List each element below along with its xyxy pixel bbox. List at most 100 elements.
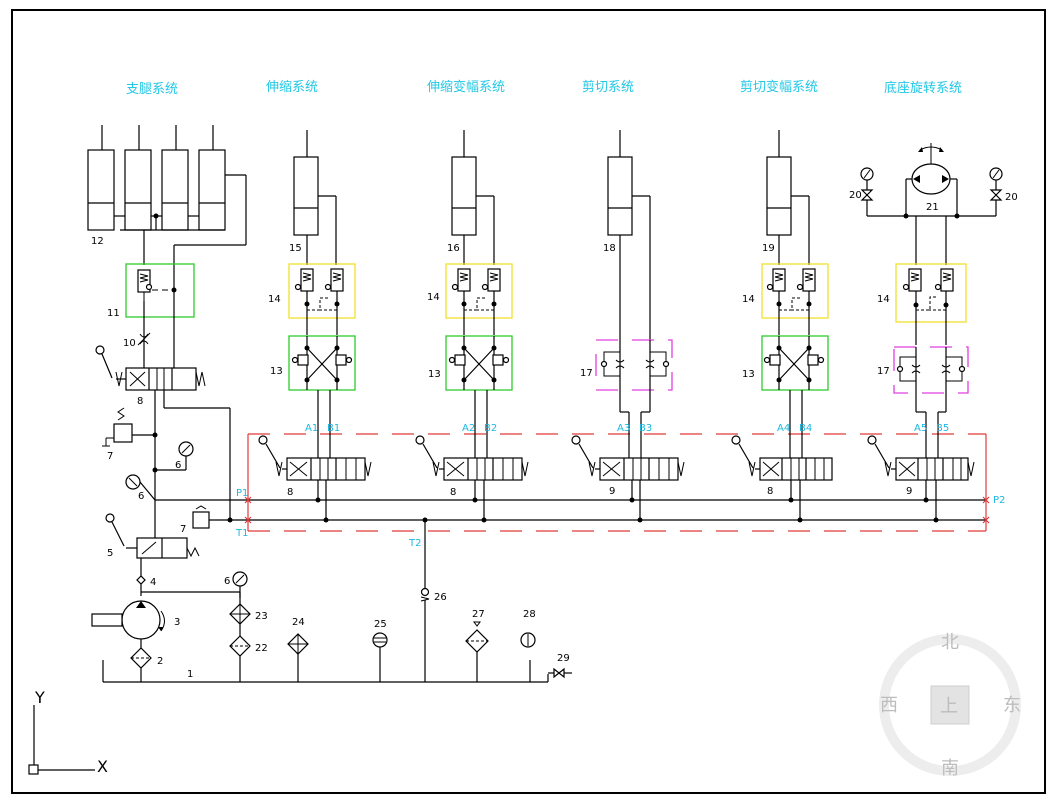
relief-valve-7-main <box>192 505 233 529</box>
title-telescopic-luffing-system: 伸缩变幅系统 <box>427 79 505 95</box>
compass-east: 东 <box>1003 695 1021 716</box>
ucs-x-label: X <box>97 757 108 776</box>
cooler-27 <box>465 621 489 682</box>
pump-3 <box>91 600 165 648</box>
label-5: 5 <box>107 548 113 559</box>
compass-top: 上 <box>940 696 958 717</box>
label-14-col1: 14 <box>268 294 281 305</box>
label-20-right: 20 <box>1005 192 1018 203</box>
balance-valve-14-col1 <box>288 263 356 335</box>
label-23: 23 <box>255 611 268 622</box>
title-shearing-luffing-system: 剪切变幅系统 <box>740 79 818 95</box>
tank-line-1 <box>102 660 548 683</box>
thermometer-28 <box>520 632 536 648</box>
label-6-b: 6 <box>138 491 144 502</box>
label-16: 16 <box>447 243 460 254</box>
label-7-main: 7 <box>180 524 186 535</box>
directional-valve-8-col4 <box>731 435 833 523</box>
label-8-col1: 8 <box>287 487 293 498</box>
label-10: 10 <box>123 338 136 349</box>
gauge-valve-20-left <box>860 167 874 216</box>
label-14-col4: 14 <box>742 294 755 305</box>
hydraulic-lock-13-col2 <box>445 335 513 391</box>
main-return-line-t <box>230 517 986 523</box>
label-18: 18 <box>603 243 616 254</box>
ucs-y-label: Y <box>34 688 45 707</box>
label-12: 12 <box>91 236 104 247</box>
label-14-col2: 14 <box>427 292 440 303</box>
label-24: 24 <box>292 617 305 628</box>
label-1: 1 <box>187 669 193 680</box>
label-8-outrigger: 8 <box>137 396 143 407</box>
col3-ports-lines <box>620 411 650 458</box>
filters-23-22 <box>229 592 251 682</box>
outrigger-lock-valve-11 <box>125 263 195 318</box>
port-p1: P1 <box>236 488 248 499</box>
filter-2 <box>130 647 152 682</box>
compass-north: 北 <box>941 632 959 653</box>
label-7-left: 7 <box>107 451 113 462</box>
label-6-a: 6 <box>175 460 181 471</box>
label-28: 28 <box>523 609 536 620</box>
directional-valve-8-outrigger <box>95 345 206 391</box>
label-4: 4 <box>150 577 156 588</box>
gauge-valve-20-right <box>989 167 1003 216</box>
label-17-col5: 17 <box>877 366 890 377</box>
ucs-icon: Y X <box>28 688 108 776</box>
port-p2: P2 <box>993 495 1005 506</box>
directional-valve-8-col1 <box>258 435 372 523</box>
label-6-c: 6 <box>224 576 230 587</box>
label-14-col5: 14 <box>877 294 890 305</box>
col4-ports-lines <box>789 390 803 458</box>
balance-valve-14-col4 <box>761 263 829 335</box>
port-a1: A1 <box>305 423 318 434</box>
cylinder-18 <box>607 130 651 340</box>
label-25: 25 <box>374 619 387 630</box>
label-20-left: 20 <box>849 190 862 201</box>
port-b3: B3 <box>639 423 652 434</box>
directional-valve-8-col2 <box>415 435 529 523</box>
relief-valve-7-left <box>102 407 133 447</box>
port-a2: A2 <box>462 423 475 434</box>
label-27: 27 <box>472 609 485 620</box>
title-base-rotation-system: 底座旋转系统 <box>884 80 962 96</box>
cylinder-15 <box>293 130 337 265</box>
port-a3: A3 <box>617 423 630 434</box>
pressure-gauge-6-a <box>178 441 194 457</box>
hydraulic-motor-21 <box>867 143 996 265</box>
directional-valve-9-col3 <box>571 435 685 523</box>
title-telescopic-system: 伸缩系统 <box>266 79 318 95</box>
label-8-col2: 8 <box>450 487 456 498</box>
check-valve-4 <box>136 575 240 596</box>
label-3: 3 <box>174 617 180 628</box>
check-valve-26 <box>420 520 430 682</box>
port-a4: A4 <box>777 423 790 434</box>
outrigger-supply-lines <box>130 390 231 530</box>
label-17-col3: 17 <box>580 368 593 379</box>
drain-valve-29 <box>547 667 572 682</box>
label-26: 26 <box>434 592 447 603</box>
directional-valve-9-col5 <box>867 435 975 523</box>
port-a5: A5 <box>914 423 927 434</box>
label-8-col4: 8 <box>767 486 773 497</box>
port-t1: T1 <box>235 528 248 539</box>
label-11: 11 <box>107 308 120 319</box>
view-compass[interactable]: 北 南 东 西 上 <box>879 632 1021 779</box>
port-t2: T2 <box>408 538 421 549</box>
manual-valve-5 <box>105 513 200 576</box>
label-13-col4: 13 <box>742 369 755 380</box>
col1-ports-lines <box>317 390 331 458</box>
throttle-check-17-col5 <box>893 346 969 412</box>
cylinder-19 <box>766 130 810 265</box>
pipe-boundary-red <box>244 433 990 532</box>
port-b1: B1 <box>327 423 340 434</box>
label-22: 22 <box>255 643 268 654</box>
col2-ports-lines <box>474 390 488 458</box>
label-19: 19 <box>762 243 775 254</box>
hydraulic-lock-13-col1 <box>288 335 356 391</box>
col5-ports-lines <box>916 411 946 458</box>
throttle-check-17-col3 <box>595 339 673 412</box>
port-b4: B4 <box>799 423 812 434</box>
drawing-frame <box>11 9 1046 794</box>
